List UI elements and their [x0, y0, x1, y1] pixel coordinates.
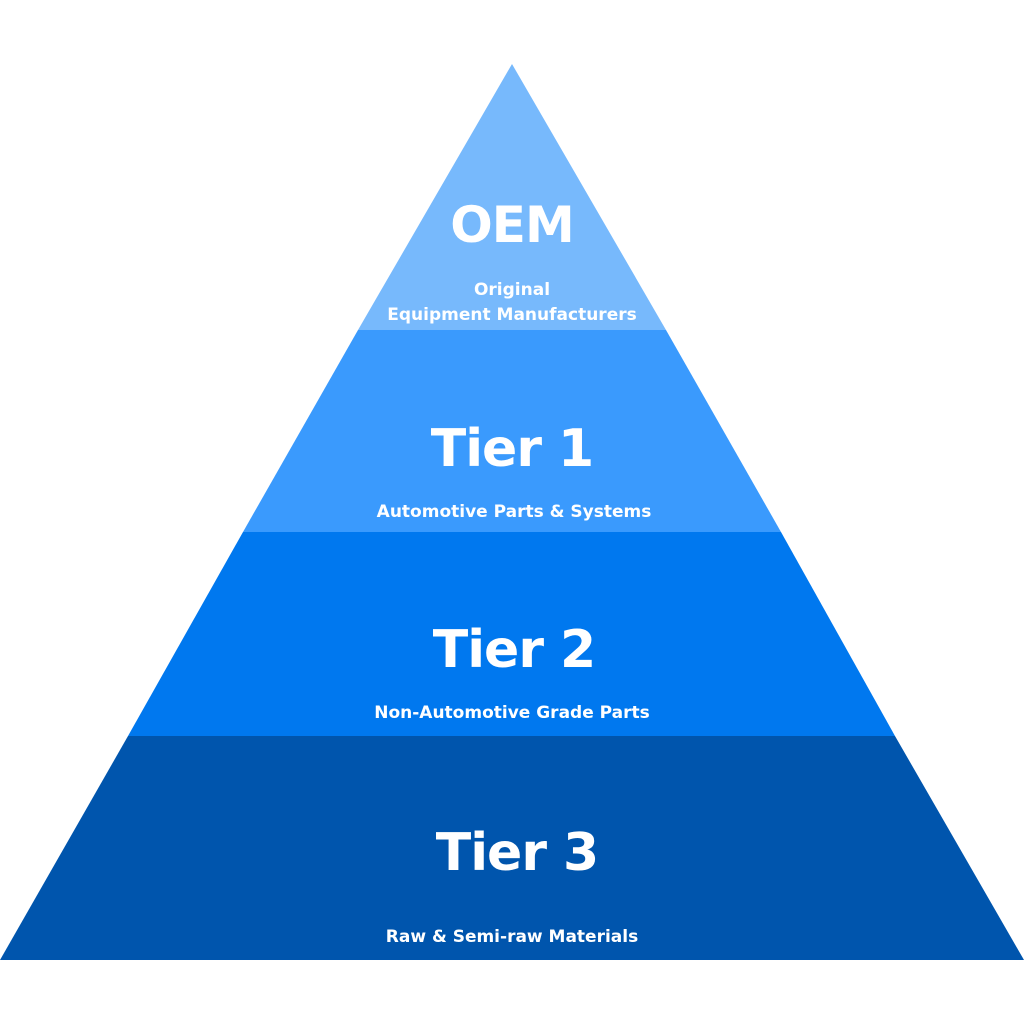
tier-2: Tier 2 Non-Automotive Grade Parts — [128, 532, 895, 736]
tier-1-subtitle: Automotive Parts & Systems — [377, 502, 652, 522]
tier-3-title: Tier 3 — [436, 823, 599, 883]
tier-2-title: Tier 2 — [433, 620, 596, 680]
tier-1: Tier 1 Automotive Parts & Systems — [243, 330, 781, 532]
tier-oem-shape — [358, 64, 666, 330]
tier-2-subtitle: Non-Automotive Grade Parts — [374, 703, 650, 723]
tier-1-shape — [243, 330, 781, 532]
tier-1-title: Tier 1 — [431, 419, 594, 479]
tier-oem: OEM Original Equipment Manufacturers — [358, 64, 666, 330]
tier-oem-subtitle-line2: Equipment Manufacturers — [387, 305, 636, 325]
tier-oem-title: OEM — [450, 196, 573, 254]
tier-2-shape — [128, 532, 895, 736]
tier-3-shape — [0, 736, 1024, 960]
tier-oem-subtitle-line1: Original — [474, 280, 550, 300]
tier-3: Tier 3 Raw & Semi-raw Materials — [0, 736, 1024, 960]
tier-3-subtitle: Raw & Semi-raw Materials — [386, 927, 638, 947]
